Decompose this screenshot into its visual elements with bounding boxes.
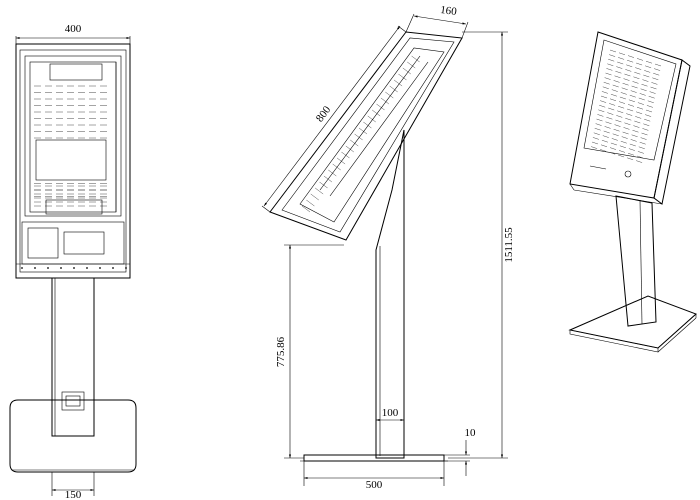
side-vent-grilles — [301, 55, 420, 213]
iso-lock-icon — [624, 170, 632, 178]
side-base-width-label: 500 — [366, 479, 383, 491]
front-housing — [15, 43, 131, 279]
front-pole-dimension: 150 — [51, 472, 95, 500]
side-pole-width-dimension: 100 — [376, 407, 404, 422]
iso-housing-back — [569, 31, 683, 199]
side-pole-width-label: 100 — [382, 407, 399, 419]
front-width-dimension: 400 — [15, 23, 131, 52]
side-lower-height-label: 775.86 — [275, 336, 287, 367]
iso-pole — [615, 195, 657, 327]
side-total-height-label: 1511.55 — [503, 227, 515, 263]
side-housing — [269, 31, 463, 241]
front-pole-label: 150 — [65, 489, 82, 500]
side-view: 160 800 100 775.86 — [261, 4, 515, 491]
iso-base-plate — [568, 295, 697, 349]
side-total-height-dimension: 1511.55 — [448, 31, 515, 459]
side-depth-dimension: 160 — [405, 4, 469, 39]
front-vent-grilles — [34, 85, 107, 207]
front-base-plate — [9, 399, 137, 473]
front-base-bracket — [61, 391, 85, 411]
front-width-label: 400 — [65, 23, 82, 35]
front-screws — [21, 267, 127, 269]
side-base-width-dimension: 500 — [303, 461, 445, 491]
side-base-plate — [303, 454, 445, 462]
front-pole — [51, 277, 95, 437]
front-view: 400 150 — [9, 23, 137, 500]
side-base-thickness-label: 10 — [465, 427, 477, 439]
side-pole — [375, 129, 405, 459]
side-screen-dimension: 800 — [261, 25, 407, 213]
side-screen-label: 800 — [314, 104, 334, 125]
side-lower-height-dimension: 775.86 — [275, 244, 344, 459]
side-base-thickness-dimension: 10 — [444, 427, 476, 476]
isometric-view — [568, 31, 697, 353]
side-depth-label: 160 — [439, 4, 458, 18]
iso-vent-grilles — [591, 49, 662, 163]
